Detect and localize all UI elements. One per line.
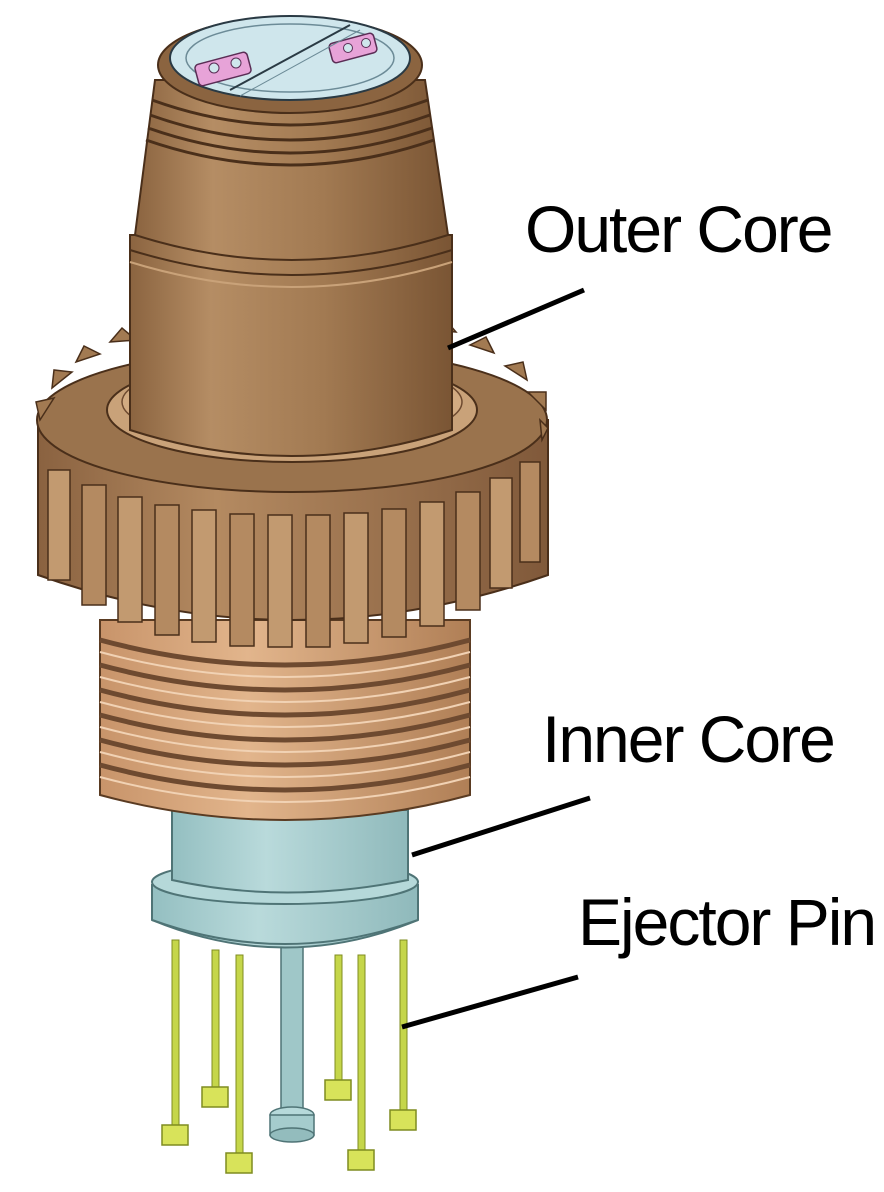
inner-core-label: Inner Core — [542, 702, 834, 776]
ejector-pin — [324, 954, 352, 1101]
center-core-pin — [269, 934, 315, 1143]
ejector-pin — [347, 954, 375, 1171]
ejector-pin — [201, 949, 229, 1108]
ejector-pin-leader — [401, 974, 579, 1030]
top-insert — [194, 51, 252, 87]
outer-core — [129, 15, 453, 457]
outer-core-label: Outer Core — [525, 192, 831, 266]
leader-lines — [401, 287, 591, 1030]
ejector-pin — [225, 954, 253, 1174]
thread-grooves — [99, 637, 471, 793]
ejector-pin — [161, 939, 189, 1146]
threaded-section — [99, 619, 471, 821]
ejector-pin-label: Ejector Pin — [578, 885, 875, 959]
ejector-pin — [389, 939, 417, 1131]
inner-core-leader — [411, 795, 591, 858]
outer-core-leader — [447, 287, 585, 351]
inner-core — [151, 809, 419, 949]
top-insert — [328, 32, 378, 64]
